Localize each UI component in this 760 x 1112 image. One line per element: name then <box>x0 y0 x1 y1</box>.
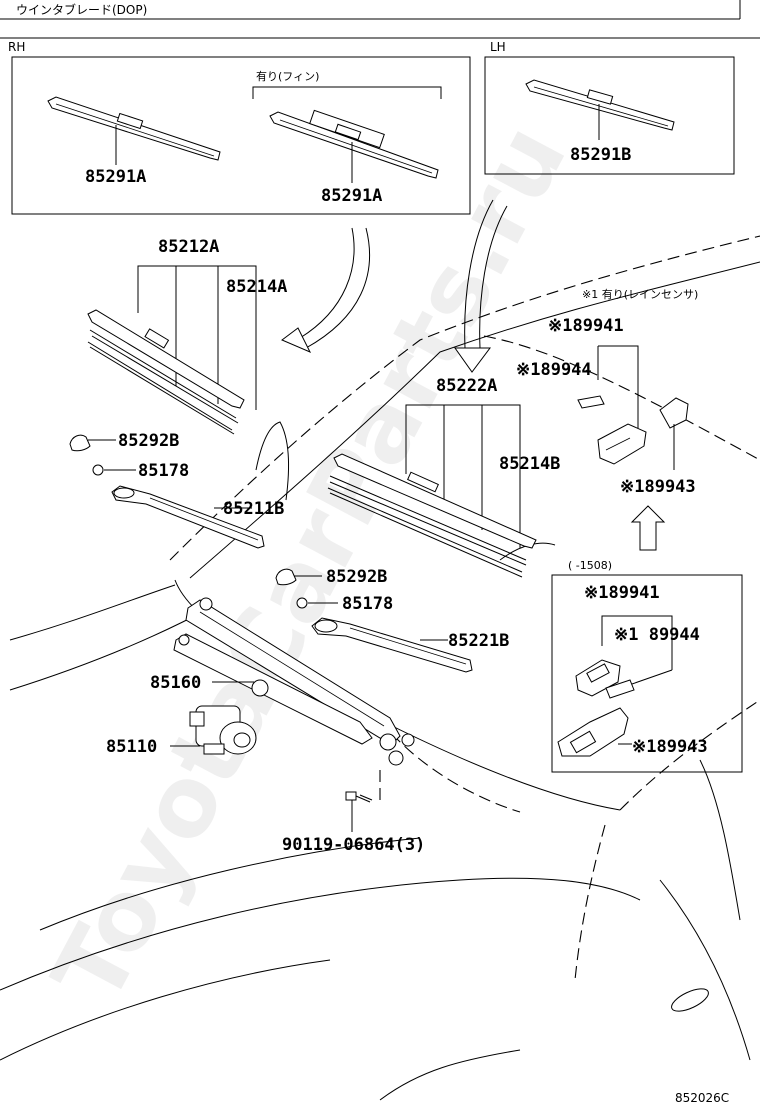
part-85212A: 85212A <box>158 237 219 257</box>
part-85292B-1: 85292B <box>118 431 179 451</box>
inset-rain-sensor-icon <box>575 659 621 697</box>
left-arm-parts: 85292B 85178 85211B <box>69 431 284 549</box>
wiper-arm-right-icon <box>311 617 473 673</box>
inset-pad-icon <box>605 679 635 699</box>
part-85160: 85160 <box>150 673 201 693</box>
nut-left-icon <box>92 464 104 476</box>
rh-label: RH <box>8 40 25 54</box>
rain-sensor-note: ※1 有り(レインセンサ) <box>582 287 698 301</box>
sensor-bracket-icon <box>659 397 689 429</box>
header-title: ウインタブレード(DOP) <box>16 2 147 17</box>
cap-right-icon <box>275 568 297 586</box>
figure-code: 852026C <box>675 1091 729 1105</box>
part-85211B: 85211B <box>223 499 284 519</box>
nut-right-icon <box>296 597 308 609</box>
wiper-blade-fin-icon <box>269 109 439 179</box>
wiper-arm-left-icon <box>111 485 265 549</box>
direction-arrows <box>281 199 666 551</box>
linkage-and-motor: 85160 85110 90119-06864(3) <box>106 597 425 855</box>
fin-note: 有り(フィン) <box>256 69 319 83</box>
blade-assembly-right: 85222A 85214B <box>327 376 560 578</box>
wiper-blade-rh-icon <box>47 96 221 161</box>
part-89944-2: ※1 89944 <box>614 625 700 645</box>
header-frame: ウインタブレード(DOP) <box>0 0 760 39</box>
lh-panel: LH 85291B <box>484 40 735 175</box>
part-85221B: 85221B <box>448 631 509 651</box>
part-90119: 90119-06864(3) <box>282 835 425 855</box>
inset-label: ( -1508) <box>568 559 612 572</box>
part-89944-1: ※189944 <box>516 360 592 380</box>
part-85292B-2: 85292B <box>326 567 387 587</box>
part-85214B: 85214B <box>499 454 560 474</box>
right-arm-parts: 85292B 85178 85221B <box>275 567 509 673</box>
wiper-linkage-icon <box>173 597 415 766</box>
rain-sensor-icon <box>597 423 647 465</box>
inset-bracket-icon <box>557 707 629 757</box>
inset-panel: ( -1508) ※189941 ※1 89944 ※189943 <box>551 559 743 773</box>
part-89941-2: ※189941 <box>584 583 660 603</box>
blade-assembly-left: 85212A 85214A <box>87 237 287 435</box>
part-85291B: 85291B <box>570 145 631 165</box>
cap-left-icon <box>69 434 91 452</box>
part-89941-1: ※189941 <box>548 316 624 336</box>
rain-sensor-group: ※1 有り(レインセンサ) ※189941 ※189944 ※189943 <box>516 287 698 497</box>
watermark-text: ToyotaCarParts.ru <box>31 107 588 1021</box>
part-85214A: 85214A <box>226 277 287 297</box>
rh-panel: RH 有り(フィン) 85291A 85291A <box>8 40 471 215</box>
wiper-motor-icon <box>189 705 257 755</box>
part-85110: 85110 <box>106 737 157 757</box>
part-85178-1: 85178 <box>138 461 189 481</box>
part-85178-2: 85178 <box>342 594 393 614</box>
bolt-icon <box>345 791 373 803</box>
part-89943-1: ※189943 <box>620 477 696 497</box>
part-85291A-2: 85291A <box>321 186 382 206</box>
lh-label: LH <box>490 40 506 54</box>
part-85222A: 85222A <box>436 376 497 396</box>
part-89943-2: ※189943 <box>632 737 708 757</box>
wiper-blade-lh-icon <box>525 79 675 131</box>
part-85291A-1: 85291A <box>85 167 146 187</box>
sensor-pad-icon <box>577 395 605 409</box>
